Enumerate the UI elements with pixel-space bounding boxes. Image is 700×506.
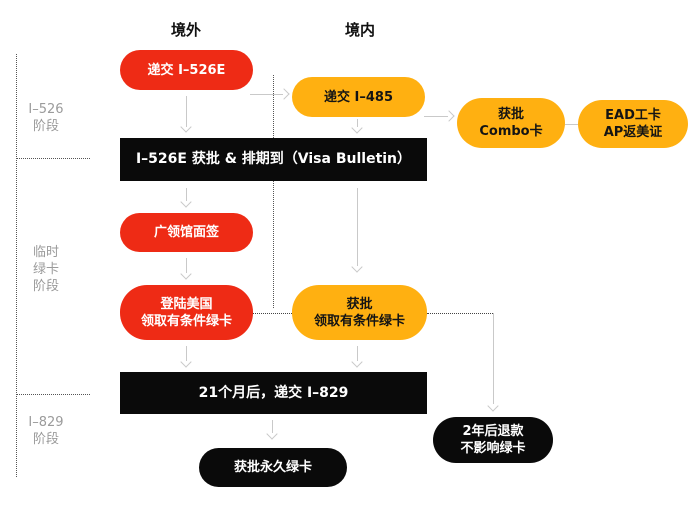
arrowhead-down-icon: [351, 356, 363, 368]
node-label: 获批 Combo卡: [479, 107, 543, 139]
stage-rail-line: [16, 54, 17, 477]
node-label: I–526E 获批 & 排期到（Visa Bulletin）: [135, 151, 412, 167]
node-combo-card: 获批 Combo卡: [457, 98, 565, 148]
stage-label-i526: I–526 阶段: [28, 102, 64, 134]
arrowhead-right-icon: [278, 88, 290, 100]
node-label: EAD工卡 AP返美证: [603, 108, 663, 140]
node-land-us-conditional-card: 登陆美国 领取有条件绿卡: [120, 285, 253, 340]
node-label: 递交 I–485: [324, 89, 393, 105]
arrow-line-landing-to-i829: [186, 346, 187, 361]
node-consulate-interview: 广领馆面签: [120, 213, 253, 252]
stage-label-temp-green-card: 临时 绿卡 阶段: [32, 245, 59, 294]
node-label: 21个月后，递交 I–829: [198, 384, 349, 401]
arrowhead-right-icon: [443, 110, 455, 122]
arrow-line-interview-to-landing: [186, 258, 187, 273]
connector-combo-to-ead: [565, 124, 578, 125]
arrow-line-approved-to-conditional: [357, 188, 358, 266]
dotted-connector-conditional-to-refund: [427, 313, 493, 314]
node-label: 登陆美国 领取有条件绿卡: [140, 296, 232, 329]
column-header-overseas: 境外: [170, 21, 201, 39]
node-refund-no-impact: 2年后退款 不影响绿卡: [433, 417, 553, 463]
node-submit-i526e: 递交 I–526E: [120, 50, 253, 90]
arrowhead-down-icon: [180, 196, 192, 208]
node-i526e-approved-visa-bulletin: I–526E 获批 & 排期到（Visa Bulletin）: [120, 138, 427, 181]
node-submit-i829: 21个月后，递交 I–829: [120, 372, 427, 414]
arrow-line-i485-to-approved: [357, 119, 358, 127]
arrow-line-i526e-to-approved: [186, 96, 187, 127]
arrow-line-to-refund: [493, 313, 494, 404]
column-divider-line: [273, 75, 274, 308]
column-header-domestic: 境内: [344, 21, 375, 39]
arrow-line-i829-to-permanent: [272, 420, 273, 433]
stage-label-i829: I–829 阶段: [28, 415, 64, 447]
node-label: 获批永久绿卡: [233, 460, 312, 475]
arrowhead-down-icon: [351, 261, 363, 273]
node-permanent-green-card: 获批永久绿卡: [199, 448, 347, 487]
arrow-line-approved-to-interview: [186, 188, 187, 201]
arrow-line-i485-to-combo: [424, 116, 448, 117]
arrowhead-down-icon: [180, 268, 192, 280]
dotted-connector-landing-to-conditional: [253, 313, 292, 314]
node-label: 2年后退款 不影响绿卡: [460, 424, 526, 456]
node-ead-ap-card: EAD工卡 AP返美证: [578, 100, 688, 148]
stage-rail-tick-2: [16, 394, 90, 395]
node-approved-conditional-card: 获批 领取有条件绿卡: [292, 285, 427, 340]
stage-rail-tick-1: [16, 158, 90, 159]
arrowhead-down-icon: [487, 400, 499, 412]
node-submit-i485: 递交 I–485: [292, 77, 425, 117]
node-label: 递交 I–526E: [147, 62, 226, 78]
arrowhead-down-icon: [351, 122, 363, 134]
arrow-line-i526e-to-i485: [250, 94, 283, 95]
node-label: 获批 领取有条件绿卡: [313, 296, 405, 329]
arrowhead-down-icon: [180, 356, 192, 368]
arrowhead-down-icon: [180, 121, 192, 133]
node-label: 广领馆面签: [153, 225, 219, 240]
arrowhead-down-icon: [266, 428, 278, 440]
arrow-line-conditional-to-i829: [357, 346, 358, 361]
